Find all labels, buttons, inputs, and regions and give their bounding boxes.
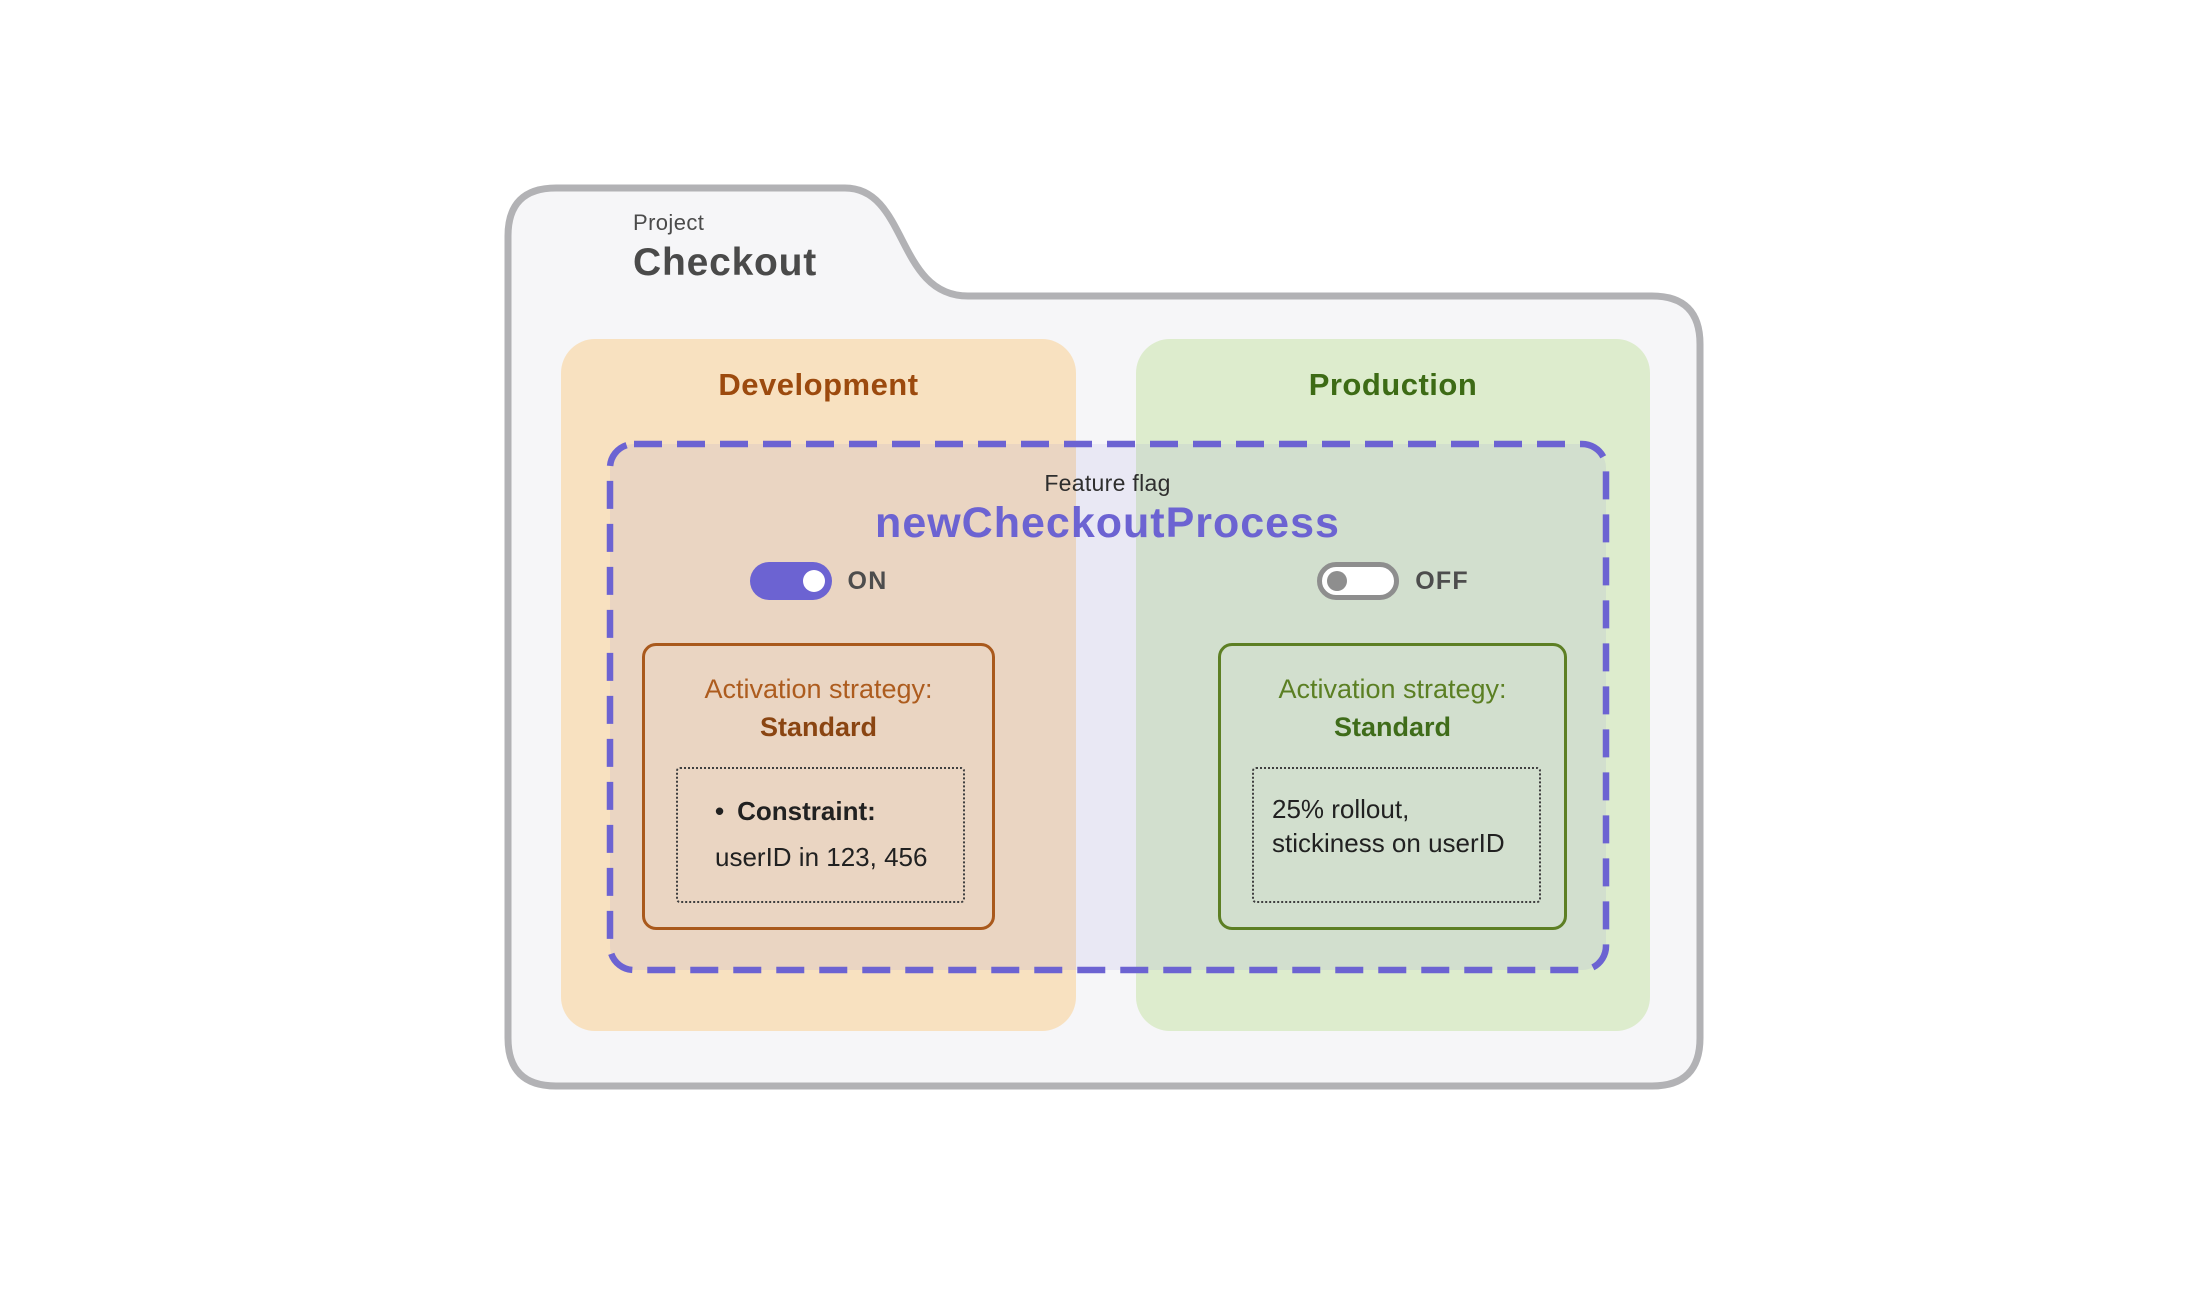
constraint-title-row: • Constraint: <box>715 796 963 827</box>
production-toggle-row: OFF <box>1136 560 1650 602</box>
production-toggle-switch[interactable] <box>1317 562 1400 600</box>
development-toggle-row: ON <box>561 560 1076 602</box>
production-strategy-card: Activation strategy: Standard 25% rollou… <box>1218 643 1567 930</box>
development-strategy-card: Activation strategy: Standard • Constrai… <box>642 643 995 930</box>
strategy-label: Activation strategy: <box>704 674 933 704</box>
strategy-name: Standard <box>1333 712 1452 742</box>
feature-flag-name: newCheckoutProcess <box>875 499 1340 547</box>
strategy-label: Activation strategy: <box>1278 674 1507 704</box>
rollout-line-2: stickiness on userID <box>1272 828 1505 858</box>
project-header: Project Checkout <box>633 210 817 285</box>
development-toggle-label: ON <box>847 566 888 595</box>
toggle-knob-icon <box>1327 571 1348 591</box>
development-toggle-switch[interactable] <box>749 562 832 600</box>
feature-flag-kicker: Feature flag <box>1044 470 1171 496</box>
rollout-box: 25% rollout, stickiness on userID <box>1252 767 1541 903</box>
production-panel-title: Production <box>1308 367 1478 402</box>
constraint-box: • Constraint: userID in 123, 456 <box>676 767 965 903</box>
constraint-value: userID in 123, 456 <box>715 842 928 872</box>
production-toggle-label: OFF <box>1415 566 1469 595</box>
strategy-name: Standard <box>759 712 878 742</box>
development-panel-title: Development <box>718 367 919 402</box>
constraint-title: Constraint: <box>737 796 876 826</box>
project-name: Checkout <box>633 241 818 284</box>
rollout-line-1: 25% rollout, <box>1272 794 1410 824</box>
project-kicker: Project <box>633 210 705 235</box>
toggle-knob-icon <box>802 570 825 592</box>
bullet-icon: • <box>715 796 725 826</box>
